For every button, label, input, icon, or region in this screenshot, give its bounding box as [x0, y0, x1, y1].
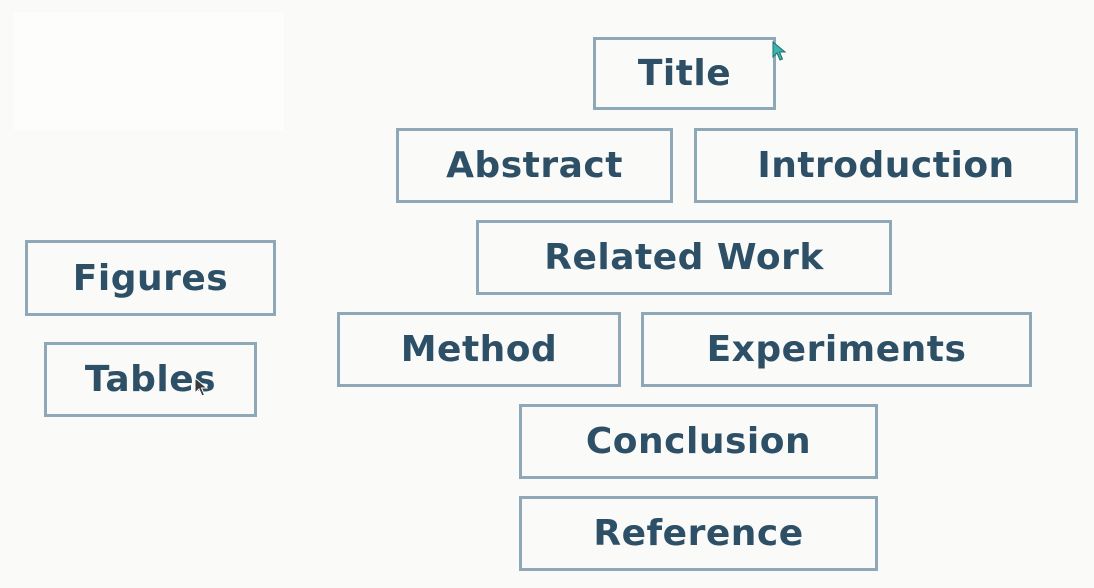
pointer-cursor-icon [194, 377, 208, 397]
experiments-label: Experiments [706, 329, 967, 370]
tables-label: Tables [84, 359, 217, 400]
method-block[interactable]: Method [337, 312, 621, 387]
reference-label: Reference [593, 513, 804, 554]
introduction-label: Introduction [757, 145, 1015, 186]
related-work-block[interactable]: Related Work [476, 220, 892, 295]
reference-block[interactable]: Reference [519, 496, 878, 571]
method-label: Method [400, 329, 558, 370]
conclusion-block[interactable]: Conclusion [519, 404, 878, 479]
abstract-label: Abstract [446, 145, 623, 186]
pointer-cursor-icon [772, 41, 786, 61]
tables-block[interactable]: Tables [44, 342, 257, 417]
blank-panel [14, 12, 284, 130]
conclusion-label: Conclusion [585, 421, 812, 462]
title-block[interactable]: Title [593, 37, 776, 110]
figures-label: Figures [72, 257, 229, 299]
figures-block[interactable]: Figures [25, 240, 276, 316]
experiments-block[interactable]: Experiments [641, 312, 1032, 387]
introduction-block[interactable]: Introduction [694, 128, 1078, 203]
title-label: Title [637, 53, 732, 94]
related-work-label: Related Work [544, 237, 824, 278]
abstract-block[interactable]: Abstract [396, 128, 673, 203]
